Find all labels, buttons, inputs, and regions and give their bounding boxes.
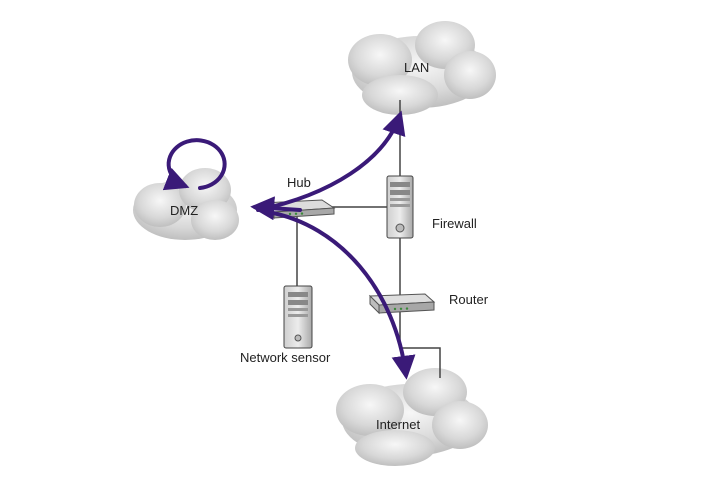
internet-cloud: [336, 368, 488, 466]
arrow-hub-to-dmz: [250, 196, 302, 221]
network-sensor-device: [283, 285, 313, 349]
flow-arrows: [162, 110, 416, 380]
router-device: [368, 293, 436, 315]
hub-label: Hub: [287, 175, 311, 190]
arrow-hub-to-internet: [266, 210, 416, 380]
arrow-hub-to-lan: [256, 110, 406, 212]
lan-label: LAN: [404, 60, 430, 75]
internet-label: Internet: [376, 417, 421, 432]
router-label: Router: [449, 292, 489, 307]
network-sensor-label: Network sensor: [240, 350, 331, 365]
dmz-label: DMZ: [170, 203, 199, 218]
dmz-loop-arrow: [162, 138, 227, 191]
firewall-label: Firewall: [432, 216, 477, 231]
link-router-internet: [399, 312, 441, 378]
firewall-device: [386, 175, 414, 239]
network-links: [296, 100, 441, 378]
lan-cloud: [348, 21, 496, 115]
